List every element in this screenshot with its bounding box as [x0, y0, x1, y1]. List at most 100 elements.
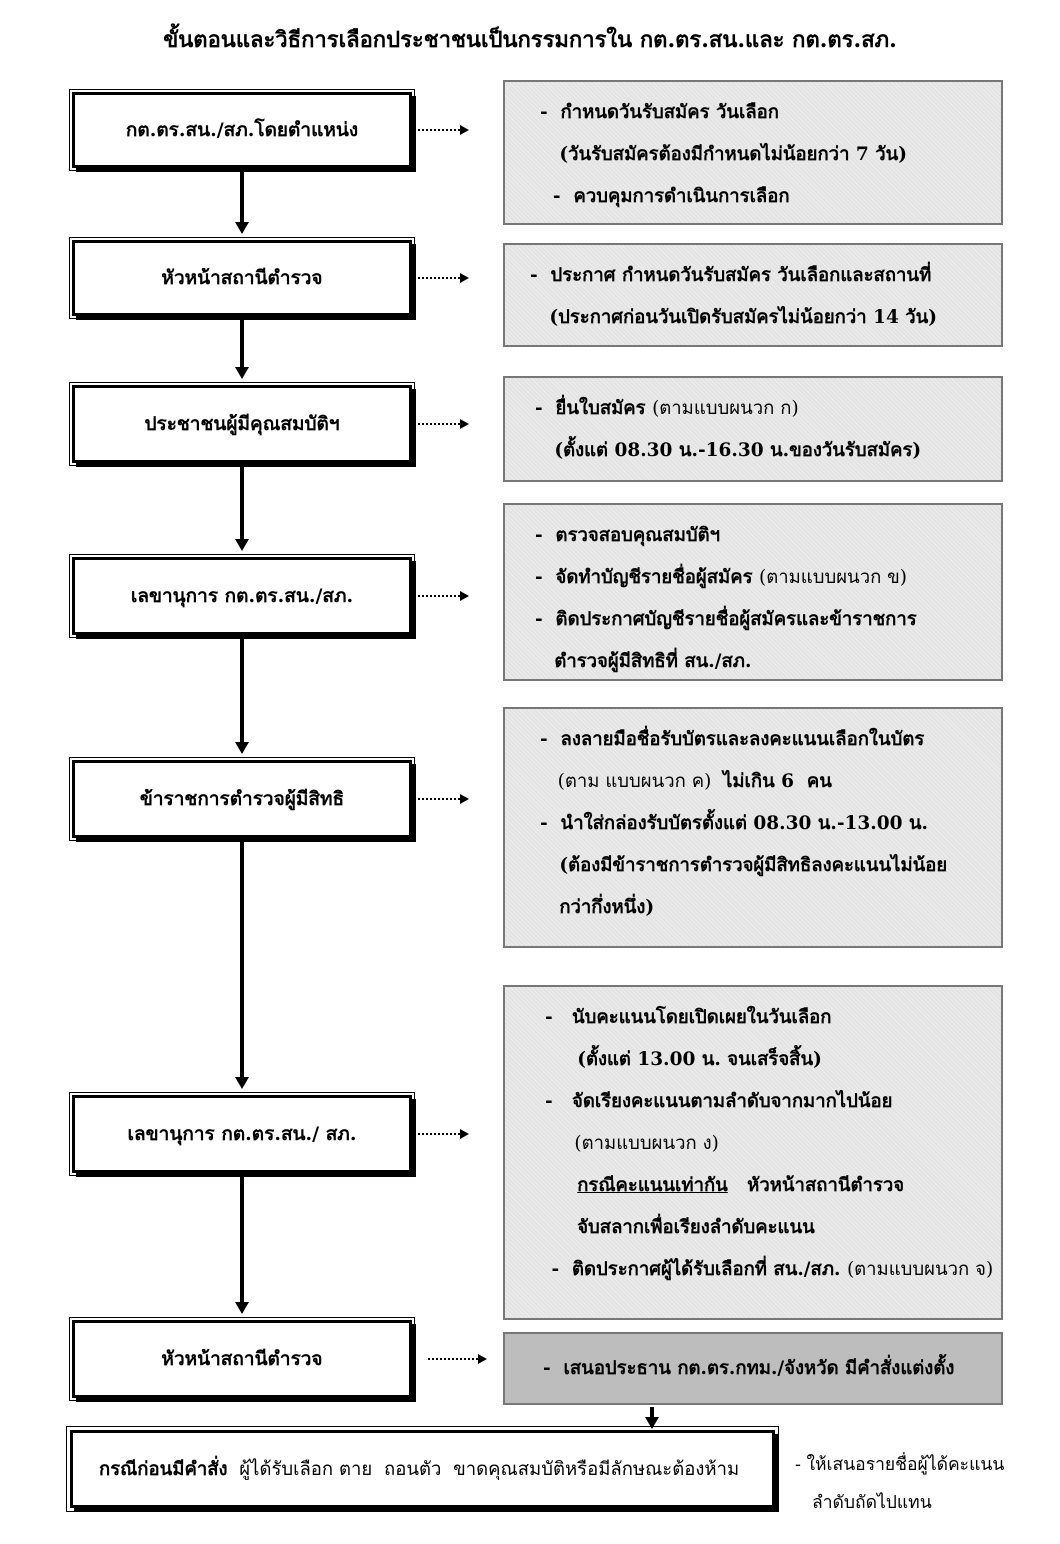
step-label: กต.ตร.สน./สภ.โดยตำแหน่ง: [125, 119, 359, 141]
arrow-right-icon: [460, 794, 469, 804]
flow-connector: [240, 639, 244, 744]
arrow-right-icon: [460, 419, 469, 429]
detail-text: - ลงลายมือชื่อรับบัตรและลงคะแนนเลือกในบั…: [540, 729, 925, 750]
dotted-connector: [414, 129, 460, 131]
arrow-right-icon: [460, 1129, 469, 1139]
dotted-connector: [414, 595, 460, 597]
detail-text: - ยื่นใบสมัคร: [535, 398, 653, 419]
detail-line: - ประกาศ กำหนดวันรับสมัคร วันเลือกและสถา…: [530, 255, 1001, 297]
detail-text: (ตั้งแต่ 08.30 น.-16.30 น.ของวันรับสมัคร…: [535, 440, 922, 461]
detail-line: ตำรวจผู้มีสิทธิที่ สน./สภ.: [535, 641, 1001, 683]
step-label: ประชาชนผู้มีคุณสมบัติฯ: [144, 413, 340, 435]
dotted-connector: [414, 423, 460, 425]
arrow-right-icon: [460, 125, 469, 135]
note-line-1: - ให้เสนอรายชื่อผู้ได้คะแนน: [795, 1455, 1005, 1475]
step-label: ข้าราชการตำรวจผู้มีสิทธิ: [139, 788, 345, 810]
detail-line: - จัดทำบัญชีรายชื่อผู้สมัคร (ตามแบบผนวก …: [535, 557, 1001, 599]
detail-text: - นำใส่กล่องรับบัตรตั้งแต่ 08.30 น.-13.0…: [540, 813, 928, 834]
detail-text: ตำรวจผู้มีสิทธิที่ สน./สภ.: [535, 651, 752, 672]
detail-text: - ควบคุมการดำเนินการเลือก: [540, 186, 790, 207]
arrow-down-icon: [235, 1077, 249, 1089]
detail-box: - เสนอประธาน กต.ตร.กทม./จังหวัด มีคำสั่ง…: [503, 1332, 1003, 1405]
exception-text: ผู้ได้รับเลือก ตาย ถอนตัว ขาดคุณสมบัติหร…: [227, 1458, 740, 1480]
detail-box: - นับคะแนนโดยเปิดเผยในวันเลือก (ตั้งแต่ …: [503, 985, 1003, 1320]
detail-line: กรณีคะแนนเท่ากัน หัวหน้าสถานีตำรวจ: [545, 1165, 1001, 1207]
detail-line: (ตาม แบบผนวก ค) ไม่เกิน 6 คน: [540, 761, 1001, 803]
flow-connector: [240, 172, 244, 224]
detail-line: - กำหนดวันรับสมัคร วันเลือก: [540, 92, 1001, 134]
dotted-connector: [414, 277, 460, 279]
arrow-right-icon: [460, 591, 469, 601]
detail-text: - ประกาศ กำหนดวันรับสมัคร วันเลือกและสถา…: [530, 265, 932, 286]
detail-text: - ตรวจสอบคุณสมบัติฯ: [535, 525, 721, 546]
detail-line: - ยื่นใบสมัคร (ตามแบบผนวก ก): [535, 388, 1001, 430]
detail-text: (ตั้งแต่ 13.00 น. จนเสร็จสิ้น): [545, 1049, 822, 1070]
detail-text: (ตามแบบผนวก ก): [652, 398, 799, 419]
detail-text: กรณีคะแนนเท่ากัน: [577, 1175, 728, 1196]
step-box: เลขานุการ กต.ตร.สน./ สภ.: [69, 1092, 415, 1176]
step-box: หัวหน้าสถานีตำรวจ: [69, 1317, 415, 1401]
flow-connector: [240, 1177, 244, 1304]
detail-line: - ลงลายมือชื่อรับบัตรและลงคะแนนเลือกในบั…: [540, 719, 1001, 761]
detail-line: - จัดเรียงคะแนนตามลำดับจากมากไปน้อย: [545, 1081, 1001, 1123]
page-title: ขั้นตอนและวิธีการเลือกประชาชนเป็นกรรมการ…: [163, 27, 897, 53]
detail-box: - ลงลายมือชื่อรับบัตรและลงคะแนนเลือกในบั…: [503, 707, 1003, 948]
flow-connector: [650, 1407, 654, 1419]
step-box: กต.ตร.สน./สภ.โดยตำแหน่ง: [69, 89, 415, 171]
arrow-right-icon: [478, 1354, 487, 1364]
exception-heading: กรณีก่อนมีคำสั่ง: [99, 1458, 228, 1480]
step-box: เลขานุการ กต.ตร.สน./สภ.: [69, 554, 415, 638]
detail-text: (ประกาศก่อนวันเปิดรับสมัครไม่น้อยกว่า 14…: [530, 307, 938, 328]
detail-line: (ต้องมีข้าราชการตำรวจผู้มีสิทธิลงคะแนนไม…: [540, 845, 1001, 887]
flow-connector: [240, 842, 244, 1079]
flow-connector: [240, 467, 244, 541]
detail-text: ไม่เกิน 6 คน: [723, 771, 832, 792]
detail-text: (ตาม แบบผนวก ค): [540, 771, 724, 792]
detail-box: - กำหนดวันรับสมัคร วันเลือก (วันรับสมัคร…: [503, 80, 1003, 225]
dotted-connector: [414, 1133, 460, 1135]
detail-line: - เสนอประธาน กต.ตร.กทม./จังหวัด มีคำสั่ง…: [505, 1348, 954, 1390]
detail-box: - ตรวจสอบคุณสมบัติฯ - จัดทำบัญชีรายชื่อผู…: [503, 503, 1003, 681]
detail-text: (ตามแบบผนวก ง): [545, 1133, 719, 1154]
note-line-2: ลำดับถัดไปแทน: [812, 1493, 932, 1513]
detail-text: (ต้องมีข้าราชการตำรวจผู้มีสิทธิลงคะแนนไม…: [540, 855, 948, 876]
step-label: หัวหน้าสถานีตำรวจ: [161, 267, 323, 289]
detail-line: กว่ากึ่งหนึ่ง): [540, 887, 1001, 929]
arrow-down-icon: [235, 1302, 249, 1314]
detail-text: (ตามแบบผนวก ข): [758, 567, 908, 588]
dotted-connector: [428, 1358, 478, 1360]
dotted-connector: [414, 798, 460, 800]
arrow-down-icon: [235, 367, 249, 379]
step-label: เลขานุการ กต.ตร.สน./สภ.: [130, 585, 354, 607]
step-label: เลขานุการ กต.ตร.สน./ สภ.: [127, 1123, 357, 1145]
flow-connector: [240, 320, 244, 369]
detail-line: - ติดประกาศบัญชีรายชื่อผู้สมัครและข้าราช…: [535, 599, 1001, 641]
step-box: ข้าราชการตำรวจผู้มีสิทธิ: [69, 757, 415, 841]
detail-line: จับสลากเพื่อเรียงลำดับคะแนน: [545, 1207, 1001, 1249]
detail-text: - จัดทำบัญชีรายชื่อผู้สมัคร: [535, 567, 759, 588]
detail-text: [545, 1175, 577, 1196]
arrow-down-icon: [235, 222, 249, 234]
detail-line: - นำใส่กล่องรับบัตรตั้งแต่ 08.30 น.-13.0…: [540, 803, 1001, 845]
step-label: หัวหน้าสถานีตำรวจ: [161, 1348, 323, 1370]
arrow-down-icon: [235, 742, 249, 754]
arrow-down-icon: [235, 539, 249, 551]
detail-text: - นับคะแนนโดยเปิดเผยในวันเลือก: [545, 1007, 832, 1028]
step-box: หัวหน้าสถานีตำรวจ: [69, 237, 415, 319]
detail-line: (วันรับสมัครต้องมีกำหนดไม่น้อยกว่า 7 วัน…: [540, 134, 1001, 176]
detail-line: - ควบคุมการดำเนินการเลือก: [540, 176, 1001, 218]
detail-text: หัวหน้าสถานีตำรวจ: [727, 1175, 905, 1196]
step-box: ประชาชนผู้มีคุณสมบัติฯ: [69, 382, 415, 466]
detail-text: - เสนอประธาน กต.ตร.กทม./จังหวัด มีคำสั่ง…: [543, 1357, 955, 1379]
detail-text: - จัดเรียงคะแนนตามลำดับจากมากไปน้อย: [545, 1091, 893, 1112]
detail-text: (ตามแบบผนวก จ): [846, 1259, 994, 1280]
detail-text: จับสลากเพื่อเรียงลำดับคะแนน: [545, 1217, 815, 1238]
detail-box: - ยื่นใบสมัคร (ตามแบบผนวก ก) (ตั้งแต่ 08…: [503, 376, 1003, 482]
detail-text: - ติดประกาศบัญชีรายชื่อผู้สมัครและข้าราช…: [535, 609, 917, 630]
detail-line: (ประกาศก่อนวันเปิดรับสมัครไม่น้อยกว่า 14…: [530, 297, 1001, 339]
detail-line: - ตรวจสอบคุณสมบัติฯ: [535, 515, 1001, 557]
detail-box: - ประกาศ กำหนดวันรับสมัคร วันเลือกและสถา…: [503, 243, 1003, 347]
exception-box: กรณีก่อนมีคำสั่ง ผู้ได้รับเลือก ตาย ถอนต…: [66, 1426, 779, 1512]
arrow-down-icon: [645, 1417, 659, 1429]
detail-line: - ติดประกาศผู้ได้รับเลือกที่ สน./สภ. (ตา…: [545, 1249, 1001, 1291]
